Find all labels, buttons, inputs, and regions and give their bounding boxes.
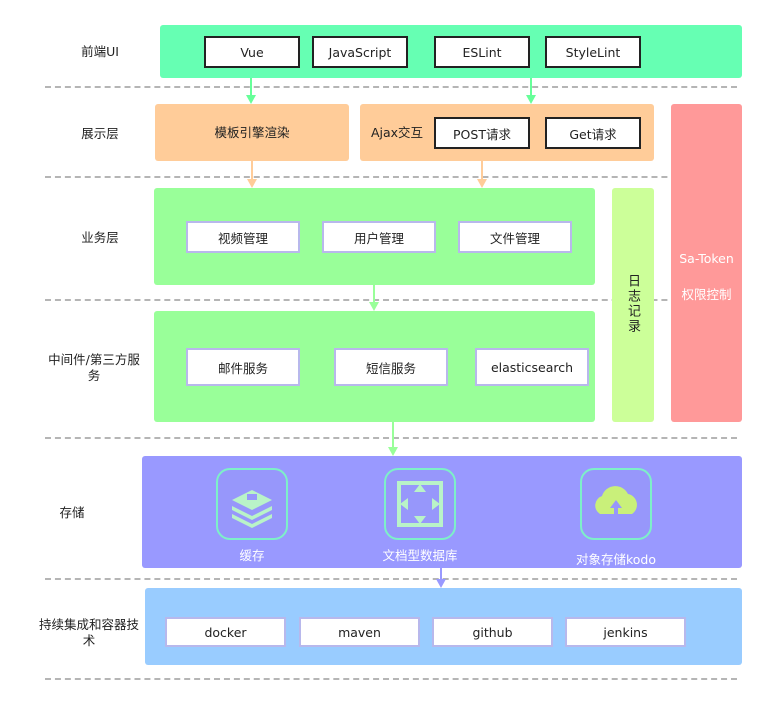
arrow-eslint-to-ajax — [526, 78, 536, 104]
auth-panel — [671, 104, 742, 422]
arrow-middleware-to-storage — [388, 422, 398, 456]
document-db-icon — [384, 468, 456, 540]
ajax-label: Ajax交互 — [370, 125, 424, 140]
auth-title: Sa-Token — [679, 251, 734, 266]
ci-item-github: github — [432, 617, 553, 647]
arrow-vue-to-template — [246, 78, 256, 104]
template-render-panel: 模板引擎渲染 — [155, 104, 349, 161]
business-item-user: 用户管理 — [322, 221, 436, 253]
separator-1 — [45, 86, 737, 88]
separator-4 — [45, 437, 737, 439]
row-label-frontend: 前端UI — [81, 44, 119, 59]
cache-icon — [216, 468, 288, 540]
middleware-item-sms: 短信服务 — [334, 348, 448, 386]
object-storage-label: 对象存储kodo — [575, 552, 657, 567]
middleware-item-email: 邮件服务 — [186, 348, 300, 386]
row-label-presentation: 展示层 — [81, 126, 119, 141]
row-label-ci: 持续集成和容器技术 — [38, 617, 139, 648]
business-item-file: 文件管理 — [458, 221, 572, 253]
ci-item-jenkins: jenkins — [565, 617, 686, 647]
ci-item-maven: maven — [299, 617, 420, 647]
row-label-middleware: 中间件/第三方服务 — [48, 352, 140, 383]
arrow-business-to-middleware — [369, 285, 379, 311]
document-db-label: 文档型数据库 — [382, 548, 458, 563]
frontend-item-javascript: JavaScript — [312, 36, 408, 68]
middleware-item-elasticsearch: elasticsearch — [475, 348, 589, 386]
arrow-ajax-to-business — [477, 161, 487, 188]
row-label-storage: 存储 — [59, 505, 85, 520]
ci-item-docker: docker — [165, 617, 286, 647]
log-label: 日志记录 — [625, 274, 640, 334]
arrow-template-to-business — [247, 161, 257, 188]
object-storage-icon — [580, 468, 652, 540]
business-item-video: 视频管理 — [186, 221, 300, 253]
log-panel — [612, 188, 654, 422]
separator-2 — [45, 176, 737, 178]
auth-subtitle: 权限控制 — [681, 287, 732, 302]
frontend-item-vue: Vue — [204, 36, 300, 68]
frontend-item-stylelint: StyleLint — [545, 36, 641, 68]
separator-3 — [45, 299, 737, 301]
post-request-box: POST请求 — [434, 117, 530, 149]
frontend-item-eslint: ESLint — [434, 36, 530, 68]
separator-5 — [45, 578, 737, 580]
separator-6 — [45, 678, 737, 680]
get-request-box: Get请求 — [545, 117, 641, 149]
row-label-business: 业务层 — [81, 230, 119, 245]
cache-label: 缓存 — [239, 548, 265, 563]
